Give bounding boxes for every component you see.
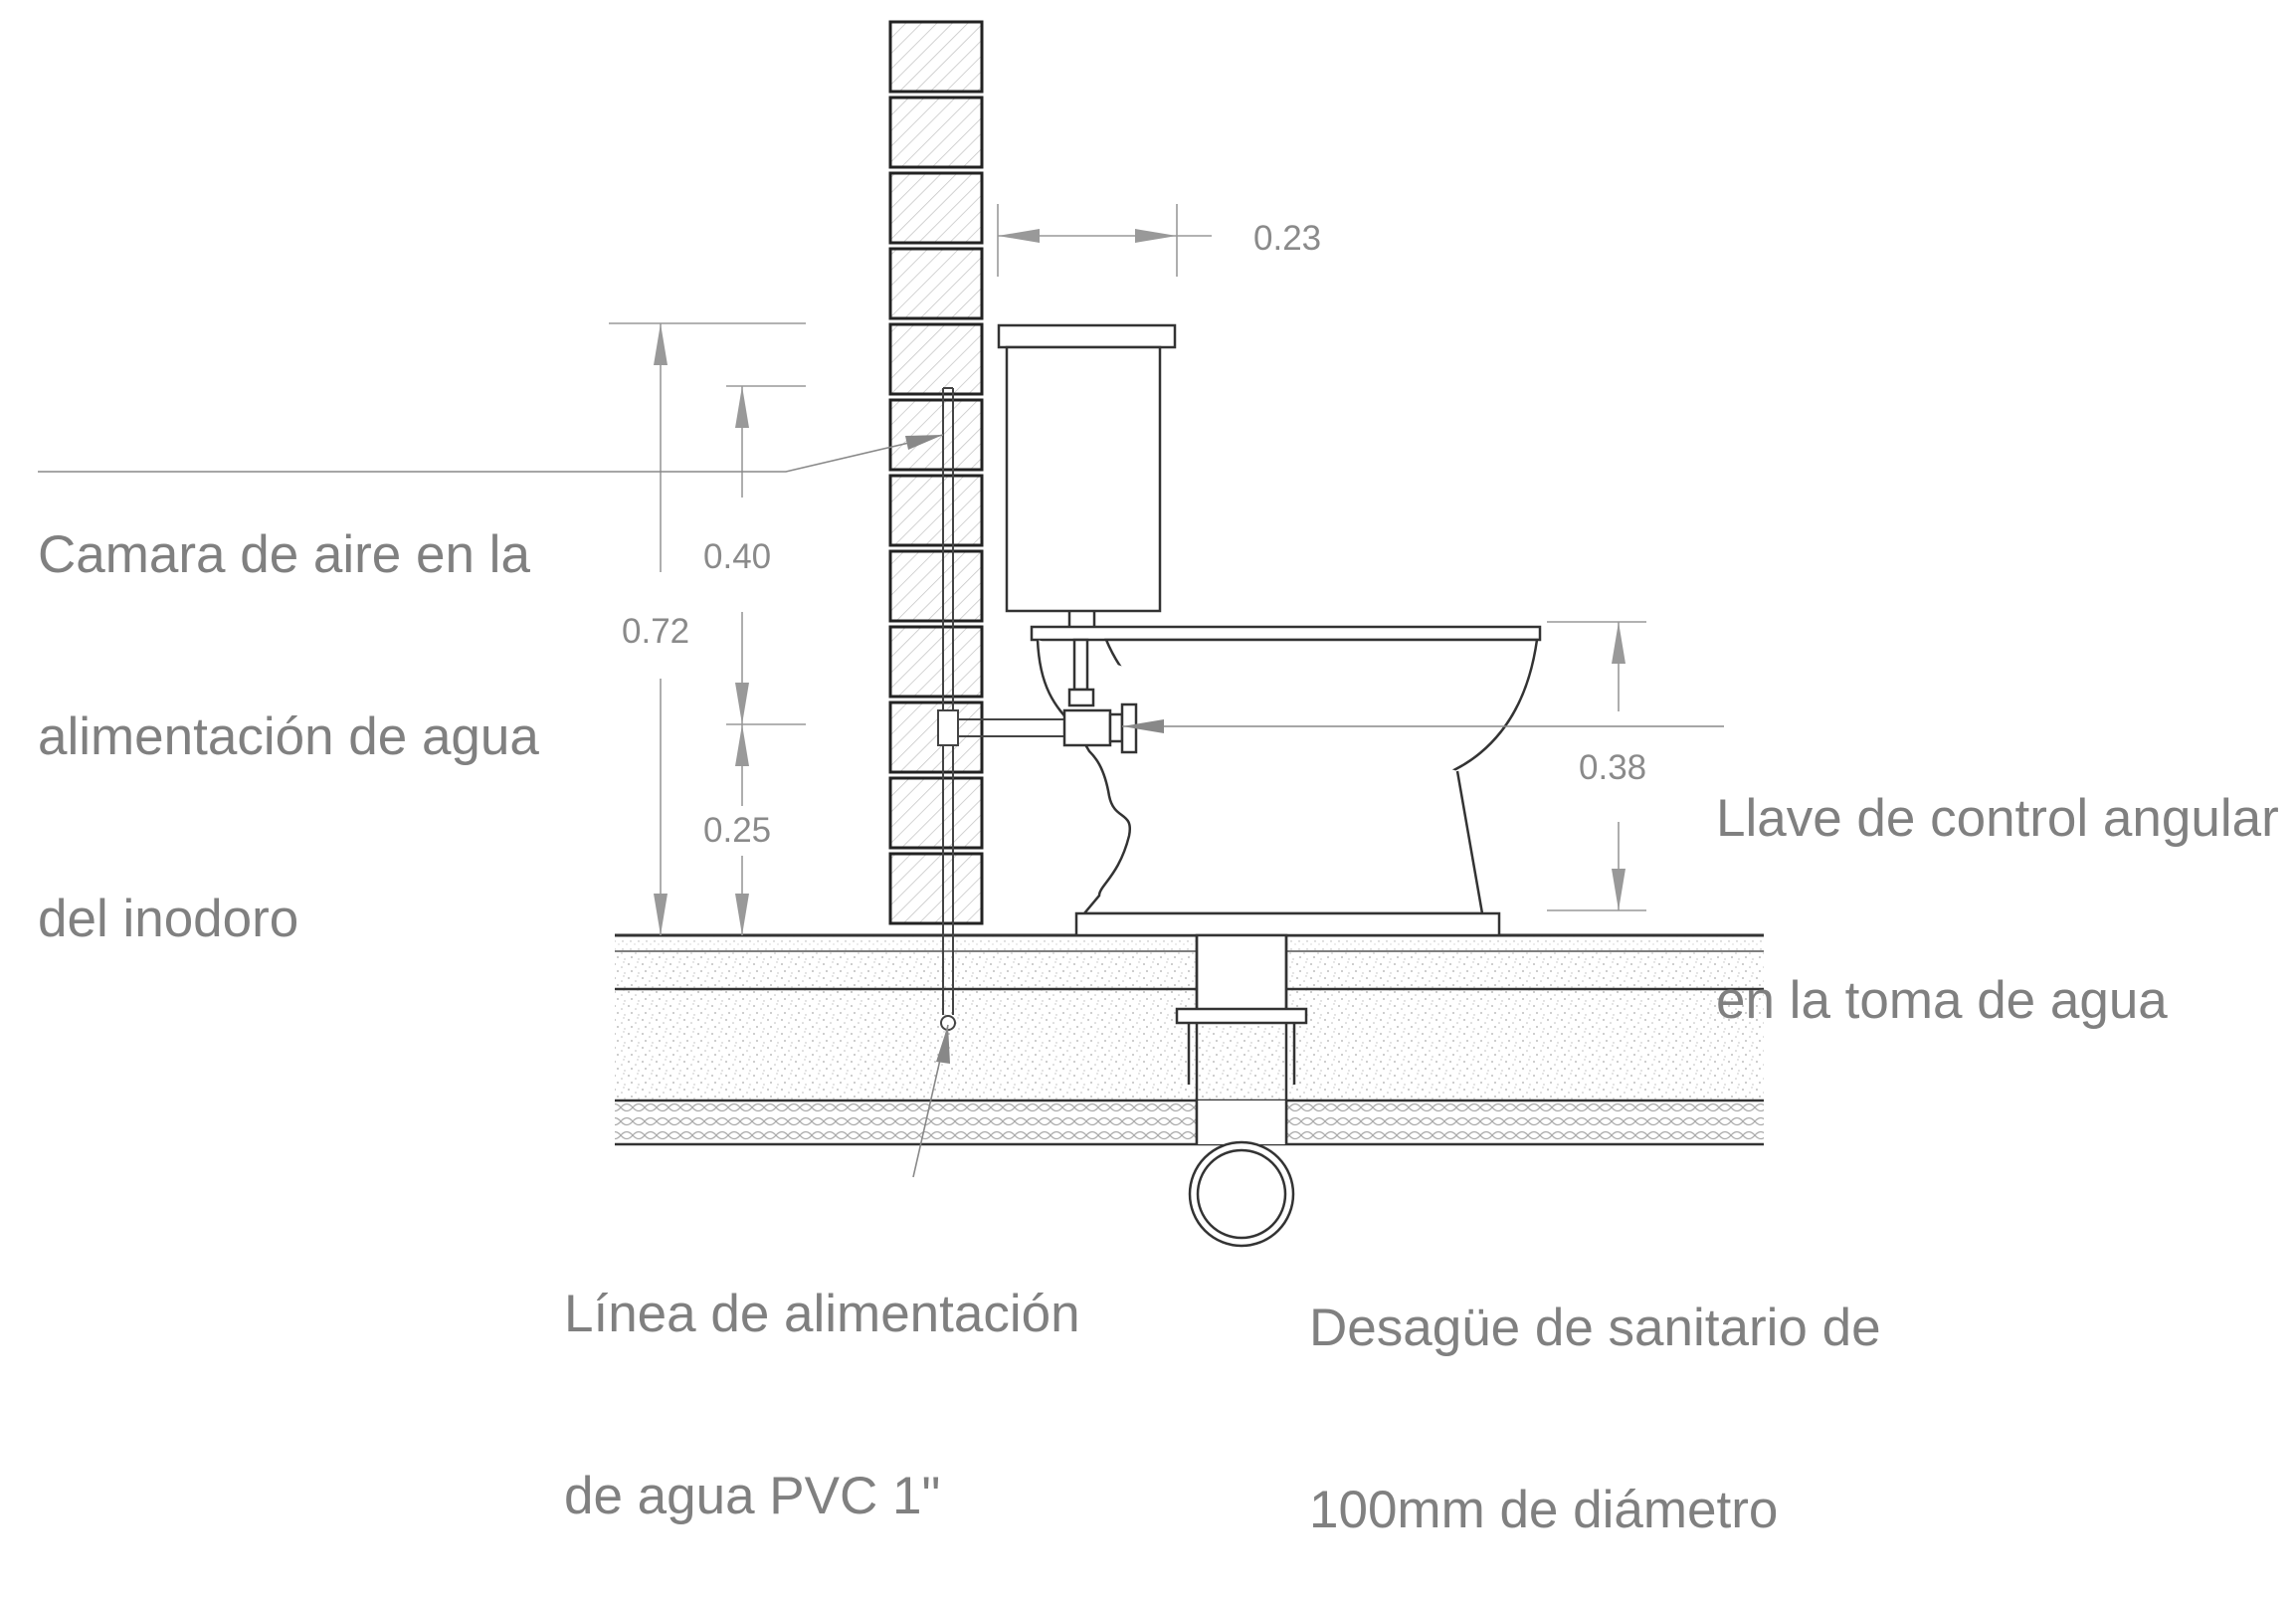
air-chamber-label: Camara de aire en la alimentación de agu… <box>38 403 539 1010</box>
air-chamber-label-line-3: del inodoro <box>38 890 299 948</box>
brick <box>888 776 984 850</box>
air-chamber-label-line-2: alimentación de agua <box>38 707 539 766</box>
dimension-lines <box>609 204 1646 935</box>
brick <box>888 625 984 699</box>
drain-label: Desagüe de sanitario de 100mm de diámetr… <box>1309 1176 1881 1601</box>
brick <box>888 474 984 547</box>
brick <box>888 20 984 94</box>
brick <box>888 549 984 623</box>
dimension-total-height: 0.72 <box>622 612 690 651</box>
supply-line-label: Línea de alimentación de agua PVC 1" <box>564 1162 1080 1587</box>
brick <box>888 398 984 472</box>
water-supply-pipe <box>937 387 1064 1031</box>
angle-valve-label-line-1: Llave de control angular <box>1716 789 2279 848</box>
dimension-wall-to-tank: 0.23 <box>1253 219 1322 258</box>
angle-valve-label-line-2: en la toma de agua <box>1716 971 2168 1030</box>
dimension-air-chamber-height: 0.40 <box>703 537 772 576</box>
brick <box>888 96 984 169</box>
air-chamber-label-line-1: Camara de aire en la <box>38 525 530 584</box>
supply-line-label-line-2: de agua PVC 1" <box>564 1467 941 1525</box>
drain-pipe <box>1175 933 1308 1248</box>
toilet <box>997 323 1542 937</box>
dimension-bowl-height: 0.38 <box>1579 748 1647 787</box>
leader-lines <box>38 434 1724 1178</box>
dimension-valve-height: 0.25 <box>703 811 772 850</box>
brick <box>888 247 984 320</box>
brick <box>888 852 984 925</box>
brick-wall <box>888 20 984 925</box>
angle-valve-label: Llave de control angular en la toma de a… <box>1716 667 2279 1092</box>
brick <box>888 322 984 396</box>
drain-label-line-1: Desagüe de sanitario de <box>1309 1299 1881 1357</box>
drain-label-line-2: 100mm de diámetro <box>1309 1481 1779 1539</box>
toilet-installation-drawing <box>38 20 1764 1248</box>
brick <box>888 171 984 245</box>
supply-line-label-line-1: Línea de alimentación <box>564 1285 1080 1343</box>
